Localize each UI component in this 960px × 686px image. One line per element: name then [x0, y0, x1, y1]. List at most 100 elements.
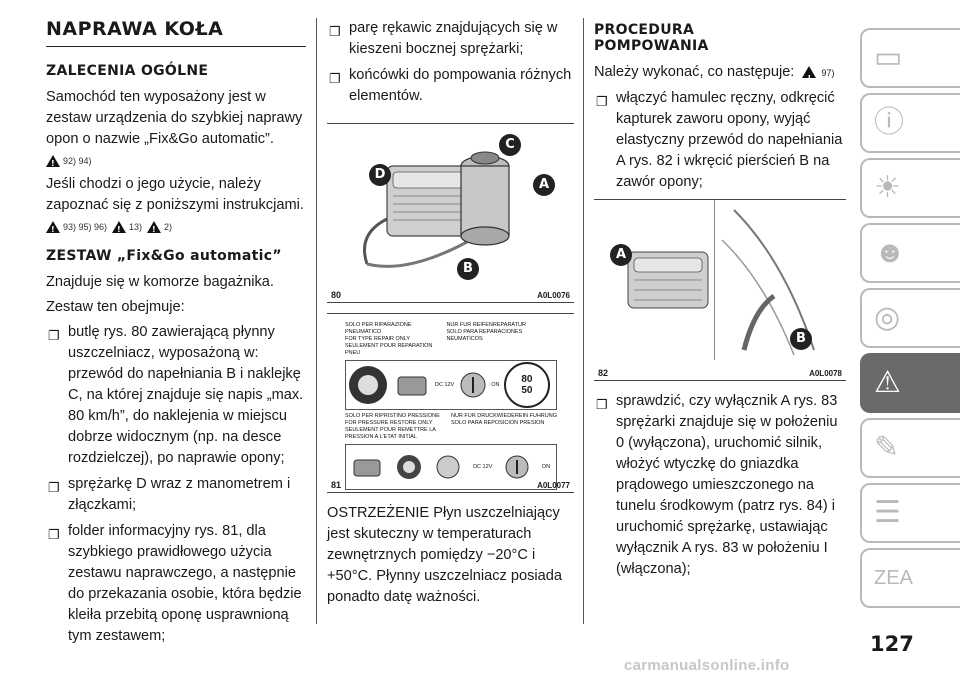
- folder-text-block: NUR FUR REIFENREPARATUR SOLO PARA REPARA…: [446, 322, 526, 342]
- warning-triangle-icon: [46, 155, 60, 171]
- callout-letter: A: [533, 174, 555, 196]
- tab-dashboard[interactable]: ▭: [860, 28, 960, 88]
- section-heading-general: ZALECENIA OGÓLNE: [46, 63, 209, 79]
- folder-text-block: SOLO PER RIPRISTINO PRESSIONE FOR PRESSU…: [345, 413, 440, 440]
- warning-triangle-icon: [802, 66, 817, 89]
- folder-sheet: SOLO PER RIPARAZIONE PNEUMATICO FOR TYPE…: [345, 322, 557, 490]
- power-label: DC 12V: [473, 463, 493, 470]
- tyre-icon: [349, 366, 387, 404]
- warning-triangle-icon: [112, 221, 127, 237]
- column-middle: ❐parę rękawic znajdujących się w kieszen…: [327, 18, 574, 612]
- figure-number: 80: [331, 290, 342, 300]
- warning-paragraph: OSTRZEŻENIE Płyn uszczelniający jest sku…: [327, 505, 563, 605]
- folder-text-block: SOLO PER RIPARAZIONE PNEUMATICO FOR TYPE…: [345, 322, 433, 356]
- procedure-steps-list: ❐włączyć hamulec ręczny, odkręcić kaptur…: [594, 88, 846, 193]
- section-heading-kit: ZESTAW „Fix&Go automatic”: [46, 248, 282, 264]
- column-left: NAPRAWA KOŁA ZALECENIA OGÓLNE Samochód t…: [46, 18, 306, 652]
- checkbox-bullet-icon: ❐: [596, 397, 608, 412]
- column-divider: [583, 18, 584, 624]
- compressor-illustration: [363, 151, 510, 268]
- watermark: carmanualsonline.info: [624, 657, 790, 674]
- reference-notes: 92) 94): [46, 154, 306, 171]
- airbag-person-icon: ☻: [874, 236, 906, 269]
- page-number: 127: [870, 632, 914, 656]
- list-item: ❐włączyć hamulec ręczny, odkręcić kaptur…: [596, 90, 843, 190]
- kit-contents-list: ❐butlę rys. 80 zawierającą płynny uszcze…: [46, 322, 306, 647]
- steering-wheel-icon: ◎: [874, 301, 901, 334]
- reference-notes: 93) 95) 96) 13) 2): [46, 220, 306, 237]
- column-divider: [316, 18, 317, 624]
- car-breakdown-icon: ⚠: [874, 366, 901, 399]
- checkbox-bullet-icon: ❐: [329, 71, 341, 86]
- paragraph-kit-contents: Zestaw ten obejmuje:: [46, 299, 185, 315]
- list-item: ❐sprężarkę D wraz z manometrem i złączka…: [48, 476, 291, 513]
- list-item: ❐parę rękawic znajdujących się w kieszen…: [329, 20, 558, 57]
- hose-illustration: [627, 209, 815, 356]
- callout-letter: B: [790, 328, 812, 350]
- compressor-icon: [397, 376, 427, 396]
- checkbox-bullet-icon: ❐: [48, 328, 60, 343]
- folder-diagram-row: DC 12V ON: [345, 444, 557, 490]
- gauge-icon: [436, 455, 460, 479]
- car-dashboard-icon: ▭: [874, 41, 903, 74]
- callout-letter: D: [369, 164, 391, 186]
- figure-81-info-folder: SOLO PER RIPARAZIONE PNEUMATICO FOR TYPE…: [327, 313, 574, 493]
- checkbox-bullet-icon: ❐: [48, 480, 60, 495]
- figure-80-compressor: C D A B 80 A0L0076: [327, 123, 574, 303]
- tab-info[interactable]: ⓘ: [860, 93, 960, 153]
- list-item: ❐końcówki do pompowania różnych elementó…: [329, 67, 572, 104]
- list-item: ❐sprawdzić, czy wyłącznik A rys. 83 sprę…: [596, 393, 838, 577]
- reference-text: 97): [821, 68, 835, 78]
- reference-text: 2): [164, 222, 173, 232]
- tab-warning-lights[interactable]: ☀: [860, 158, 960, 218]
- paragraph-steps-intro: Należy wykonać, co następuje: 97): [594, 62, 846, 89]
- column-right: PROCEDURA POMPOWANIA Należy wykonać, co …: [594, 18, 846, 585]
- list-item: ❐folder informacyjny rys. 81, dla szybki…: [48, 523, 302, 644]
- tab-specifications[interactable]: ☰: [860, 483, 960, 543]
- tab-driving[interactable]: ◎: [860, 288, 960, 348]
- paragraph-instructions: Jeśli chodzi o jego użycie, należy zapoz…: [46, 176, 304, 213]
- kit-contents-list-continued: ❐parę rękawic znajdujących się w kieszen…: [327, 18, 574, 107]
- warning-triangle-icon: [147, 221, 162, 237]
- checkbox-bullet-icon: ❐: [329, 24, 341, 39]
- switch-on-label: ON: [541, 463, 551, 470]
- procedure-steps-list-continued: ❐sprawdzić, czy wyłącznik A rys. 83 sprę…: [594, 391, 846, 580]
- tab-index[interactable]: ZEA: [860, 548, 960, 608]
- alphabet-index-icon: ZEA: [874, 567, 913, 589]
- compressor-icon: [353, 459, 381, 477]
- page-title: NAPRAWA KOŁA: [46, 18, 306, 47]
- checkbox-bullet-icon: ❐: [48, 527, 60, 542]
- tab-safety[interactable]: ☻: [860, 223, 960, 283]
- figure-code: A0L0076: [537, 291, 570, 300]
- warning-triangle-icon: [46, 221, 60, 237]
- paragraph-intro: Samochód ten wyposażony jest w zestaw ur…: [46, 89, 303, 147]
- speed-limit-gauge: 80 50: [503, 362, 550, 408]
- figure-number: 82: [598, 368, 609, 378]
- checkbox-bullet-icon: ❐: [596, 94, 608, 109]
- switch-icon: [505, 455, 529, 479]
- switch-icon: [460, 372, 486, 398]
- figure-code: A0L0077: [537, 481, 570, 490]
- tab-maintenance[interactable]: ✎: [860, 418, 960, 478]
- callout-letter: A: [610, 244, 632, 266]
- reference-text: 92) 94): [63, 156, 92, 166]
- power-label: DC 12V: [434, 381, 455, 388]
- warning-light-icon: ☀: [874, 171, 901, 204]
- reference-text: 93) 95) 96): [63, 222, 108, 232]
- folder-diagram-row: DC 12V ON 80 50: [345, 360, 557, 410]
- tab-emergency[interactable]: ⚠: [860, 353, 960, 413]
- wrench-icon: ✎: [874, 431, 900, 464]
- tyre-icon: [396, 455, 421, 479]
- car-info-icon: ⓘ: [874, 106, 904, 139]
- figure-code: A0L0078: [809, 369, 842, 378]
- figure-number: 81: [331, 480, 342, 490]
- callout-letter: B: [457, 258, 479, 280]
- list-item: ❐butlę rys. 80 zawierającą płynny uszcze…: [48, 324, 304, 466]
- section-heading-procedure: PROCEDURA POMPOWANIA: [594, 22, 709, 54]
- document-list-icon: ☰: [874, 496, 901, 529]
- reference-text: 13): [129, 222, 143, 232]
- switch-on-label: ON: [491, 381, 500, 388]
- figure-82-hose-connection: A B 82 A0L0078: [594, 199, 846, 381]
- chapter-tabs: ▭ ⓘ ☀ ☻ ◎ ⚠ ✎ ☰ ZEA: [860, 28, 960, 613]
- folder-text-block: NUR FUR DRUCKWIEDEREIN FUHRUNG SOLO PARA…: [450, 413, 557, 426]
